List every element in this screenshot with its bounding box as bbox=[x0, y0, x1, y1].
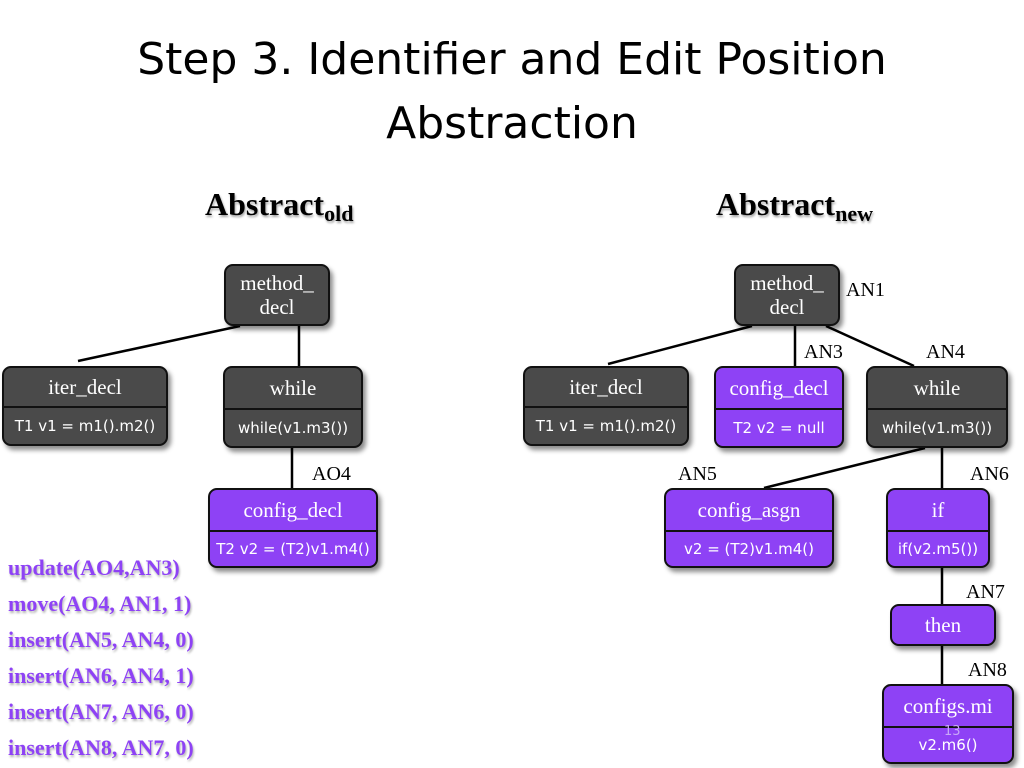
node-new-method-decl: method_ decl bbox=[734, 264, 840, 326]
node-new-method-decl-line1: method_ bbox=[750, 271, 824, 295]
tag-an5: AN5 bbox=[678, 463, 717, 485]
node-old-iter-decl-label: iter_decl bbox=[48, 374, 122, 399]
node-new-config-asgn: config_asgn v2 = (T2)v1.m4() bbox=[664, 488, 834, 568]
abstract-old-heading-text: Abstract bbox=[205, 186, 325, 222]
node-new-configs-mi: configs.mi v2.m6() bbox=[882, 684, 1014, 764]
node-new-if: if if(v2.m5()) bbox=[886, 488, 990, 568]
slide-title: Step 3. Identifier and Edit Position Abs… bbox=[0, 28, 1024, 156]
node-old-while: while while(v1.m3()) bbox=[223, 366, 363, 448]
tag-ao4: AO4 bbox=[312, 463, 351, 485]
title-line-1: Step 3. Identifier and Edit Position bbox=[137, 34, 887, 85]
node-new-iter-decl: iter_decl T1 v1 = m1().m2() bbox=[523, 366, 689, 446]
abstract-old-heading-sub: old bbox=[324, 201, 354, 226]
node-old-iter-decl: iter_decl T1 v1 = m1().m2() bbox=[2, 366, 168, 446]
edit-op: move(AO4, AN1, 1) bbox=[8, 591, 192, 616]
edit-script: update(AO4,AN3) move(AO4, AN1, 1) insert… bbox=[8, 550, 194, 766]
node-new-while: while while(v1.m3()) bbox=[866, 366, 1008, 448]
node-new-then-label: then bbox=[924, 612, 962, 637]
node-new-then: then bbox=[890, 604, 996, 646]
tag-an1: AN1 bbox=[846, 279, 885, 301]
edge-new-method-while bbox=[825, 324, 915, 368]
node-new-iter-decl-label: iter_decl bbox=[569, 374, 643, 399]
node-old-method-decl-line2: decl bbox=[259, 295, 295, 319]
title-line-2: Abstraction bbox=[386, 98, 638, 149]
node-new-if-code: if(v2.m5()) bbox=[888, 530, 988, 566]
tag-an6: AN6 bbox=[970, 463, 1009, 485]
abstract-new-heading-sub: new bbox=[835, 201, 873, 226]
edit-op: insert(AN5, AN4, 0) bbox=[8, 627, 194, 652]
edit-op: update(AO4,AN3) bbox=[8, 555, 180, 580]
node-new-config-decl-label: config_decl bbox=[729, 375, 829, 400]
edge-old-method-iter bbox=[77, 324, 241, 363]
node-old-while-label: while bbox=[269, 375, 317, 400]
node-new-config-asgn-code: v2 = (T2)v1.m4() bbox=[666, 530, 832, 566]
edge-new-method-iter bbox=[607, 324, 753, 366]
tag-an3: AN3 bbox=[804, 341, 843, 363]
node-new-config-decl: config_decl T2 v2 = null bbox=[714, 366, 844, 448]
node-old-config-decl-code: T2 v2 = (T2)v1.m4() bbox=[210, 530, 376, 566]
node-new-configs-mi-label: configs.mi bbox=[903, 693, 993, 718]
abstract-old-heading: Abstractold bbox=[205, 186, 353, 227]
node-new-if-label: if bbox=[931, 497, 945, 522]
node-new-while-code: while(v1.m3()) bbox=[868, 408, 1006, 446]
tag-an7: AN7 bbox=[966, 581, 1005, 603]
node-old-method-decl: method_ decl bbox=[224, 264, 330, 326]
page-number: 13 bbox=[944, 724, 961, 739]
edit-op: insert(AN6, AN4, 1) bbox=[8, 663, 194, 688]
node-new-configs-mi-code: v2.m6() bbox=[884, 726, 1012, 762]
node-new-method-decl-line2: decl bbox=[769, 295, 805, 319]
node-new-config-asgn-label: config_asgn bbox=[697, 497, 801, 522]
node-old-iter-decl-code: T1 v1 = m1().m2() bbox=[4, 406, 166, 444]
abstract-new-heading: Abstractnew bbox=[716, 186, 873, 227]
tag-an8: AN8 bbox=[968, 659, 1007, 681]
node-new-while-label: while bbox=[913, 375, 961, 400]
edit-op: insert(AN8, AN7, 0) bbox=[8, 735, 194, 760]
node-new-config-decl-code: T2 v2 = null bbox=[716, 408, 842, 446]
edge-new-while-asgn bbox=[763, 446, 926, 490]
node-new-iter-decl-code: T1 v1 = m1().m2() bbox=[525, 406, 687, 444]
node-old-config-decl-label: config_decl bbox=[243, 497, 343, 522]
node-old-while-code: while(v1.m3()) bbox=[225, 408, 361, 446]
abstract-new-heading-text: Abstract bbox=[716, 186, 836, 222]
tag-an4: AN4 bbox=[926, 341, 965, 363]
edit-op: insert(AN7, AN6, 0) bbox=[8, 699, 194, 724]
node-old-config-decl: config_decl T2 v2 = (T2)v1.m4() bbox=[208, 488, 378, 568]
node-old-method-decl-line1: method_ bbox=[240, 271, 314, 295]
